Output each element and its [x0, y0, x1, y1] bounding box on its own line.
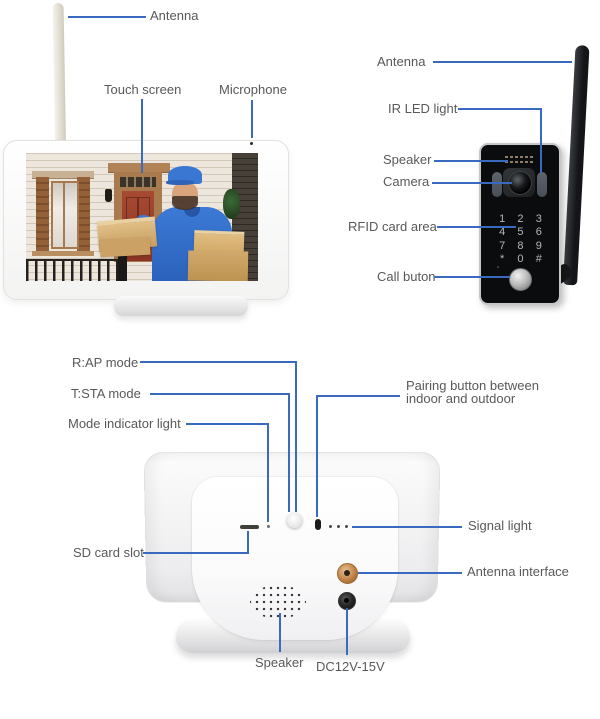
label-doorbell-speaker: Speaker [383, 152, 432, 167]
mode-indicator-light [267, 525, 270, 528]
keypad-key: 5 [517, 226, 524, 239]
photo-door-transom [120, 177, 156, 187]
rfid-callout-line [437, 226, 516, 228]
keypad-key: 9 [535, 239, 542, 252]
label-monitor-antenna: Antenna [150, 8, 199, 23]
doorbell-keypad: 1 2 3 4 5 6 7 8 9 * 0 # [493, 212, 548, 266]
r-ap-mode-callout-line [295, 361, 297, 512]
label-camera: Camera [383, 174, 430, 189]
signal-light [337, 525, 340, 528]
photo-window-glass [51, 181, 79, 249]
doorbell-antenna-callout-line [433, 61, 572, 63]
label-back-speaker: Speaker [255, 655, 304, 670]
touch-screen-callout-line [141, 99, 143, 173]
ir-led-panel-right [537, 172, 547, 197]
keypad-key: 6 [535, 226, 542, 239]
label-call-button: Call buton [377, 269, 436, 284]
label-mode-indicator-light: Mode indicator light [68, 416, 181, 431]
pairing-button [315, 519, 321, 530]
r-ap-mode-callout-line [140, 361, 297, 363]
photo-window-cornice [32, 171, 94, 178]
sd-card-slot [240, 525, 259, 529]
photo-courier-cap [168, 166, 202, 184]
photo-iron-fence [26, 259, 118, 281]
ir-led-panel-left [492, 172, 502, 197]
monitor-antenna [52, 2, 66, 146]
photo-courier-cap-brim [166, 180, 194, 185]
t-sta-mode-callout-line [288, 393, 290, 512]
signal-light [329, 525, 332, 528]
signal-light-callout-line [352, 526, 462, 528]
pairing-callout-line [316, 395, 318, 517]
label-sd-card-slot: SD card slot [73, 545, 144, 560]
antenna-interface-connector [337, 563, 358, 584]
photo-window-sill [32, 251, 94, 256]
photo-fence-post [118, 255, 127, 281]
label-antenna-interface: Antenna interface [467, 564, 569, 579]
sd-card-callout-line [247, 531, 249, 552]
mode-button [287, 513, 302, 528]
label-touch-screen: Touch screen [104, 82, 182, 97]
keypad-key: 8 [517, 239, 524, 252]
camera-callout-line [432, 182, 512, 184]
antenna-interface-callout-line [358, 572, 462, 574]
call-button-callout-line [434, 276, 510, 278]
keypad-key: 0 [517, 253, 524, 266]
doorbell-speaker-grille [505, 156, 535, 158]
photo-courier-beard [172, 196, 198, 210]
doorbell-mic-hole [497, 266, 499, 268]
signal-light [345, 525, 348, 528]
mode-indicator-callout-line [267, 423, 269, 522]
keypad-key: 4 [499, 226, 506, 239]
doorbell-speaker-grille [505, 161, 535, 163]
pairing-callout-line [318, 395, 400, 397]
label-ir-led-light: IR LED light [388, 101, 458, 116]
label-signal-light: Signal light [468, 518, 532, 533]
mode-indicator-callout-line [186, 423, 269, 425]
monitor-touch-screen [26, 153, 258, 281]
back-speaker-holes [250, 585, 306, 619]
keypad-key: 7 [499, 239, 506, 252]
photo-window-shutter-right [77, 177, 90, 253]
label-dc-power: DC12V-15V [316, 659, 385, 674]
label-t-sta-mode: T:STA mode [71, 386, 141, 401]
microphone-hole [250, 142, 253, 145]
keypad-key: # [535, 253, 542, 266]
keypad-key: * [500, 253, 505, 266]
t-sta-mode-callout-line [150, 393, 290, 395]
monitor-stand [114, 296, 248, 316]
photo-window-shutter-left [36, 177, 49, 253]
photo-parcel-box [99, 236, 151, 258]
keypad-key: 3 [535, 212, 542, 225]
photo-plant [223, 189, 240, 219]
label-microphone: Microphone [219, 82, 287, 97]
label-rfid-card-area: RFID card area [348, 219, 437, 234]
sd-card-callout-line [143, 552, 249, 554]
monitor-antenna-callout-line [68, 16, 146, 18]
back-speaker-callout-line [279, 613, 281, 652]
keypad-key: 1 [499, 212, 506, 225]
photo-parcel-box [187, 250, 249, 281]
dc-power-callout-line [346, 608, 348, 655]
label-doorbell-antenna: Antenna [377, 54, 426, 69]
label-pairing-button: Pairing button between indoor and outdoo… [406, 379, 546, 405]
label-r-ap-mode: R:AP mode [72, 355, 139, 370]
doorbell-speaker-callout-line [434, 160, 508, 162]
photo-door-cornice [108, 163, 170, 172]
ir-led-callout-line [458, 108, 542, 110]
pairing-label-line2: indoor and outdoor [406, 391, 516, 406]
pairing-label-line1: Pairing button between [406, 378, 539, 393]
keypad-key: 2 [517, 212, 524, 225]
ir-led-callout-line [540, 108, 542, 173]
microphone-callout-line [251, 100, 253, 138]
photo-wall-lantern [105, 189, 112, 202]
doorbell-antenna [563, 44, 590, 286]
call-button [509, 268, 532, 291]
